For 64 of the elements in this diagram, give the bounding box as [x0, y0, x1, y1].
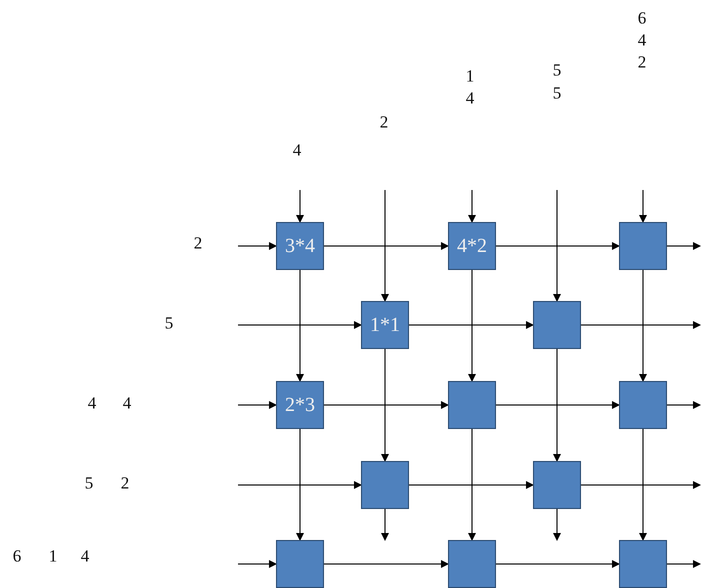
processing-element	[619, 381, 667, 429]
arrow	[639, 190, 647, 223]
input-value: 1	[466, 68, 474, 84]
input-value: 4	[122, 394, 132, 412]
arrow	[324, 242, 449, 250]
input-value: 6	[12, 548, 22, 564]
arrow	[496, 560, 620, 568]
arrow	[324, 401, 449, 409]
input-value: 4	[466, 90, 474, 106]
input-value: 5	[552, 84, 562, 102]
arrow	[666, 560, 701, 568]
arrow	[238, 242, 277, 250]
input-value: 5	[84, 474, 94, 492]
input-value: 4	[88, 394, 96, 412]
processing-element	[533, 301, 581, 349]
processing-element	[448, 381, 496, 429]
processing-element: 2*3	[276, 381, 324, 429]
processing-element	[361, 461, 409, 509]
processing-element: 1*1	[361, 301, 409, 349]
processing-element	[448, 540, 496, 588]
arrow	[296, 428, 304, 541]
arrow	[238, 560, 277, 568]
input-value: 2	[638, 54, 646, 70]
input-value: 4	[80, 548, 90, 564]
processing-element: 4*2	[448, 222, 496, 270]
arrow	[580, 321, 701, 329]
processing-element	[619, 222, 667, 270]
input-value: 5	[164, 314, 174, 332]
input-value: 2	[380, 114, 388, 130]
input-value: 2	[194, 234, 202, 252]
arrow	[238, 401, 277, 409]
arrow	[468, 190, 476, 223]
arrow	[381, 348, 389, 462]
arrow	[468, 270, 476, 382]
arrow	[639, 270, 647, 382]
arrow	[468, 428, 476, 541]
arrow	[580, 481, 701, 489]
arrow	[666, 242, 701, 250]
processing-element	[276, 540, 324, 588]
arrow	[553, 190, 561, 302]
arrow	[238, 321, 362, 329]
input-value: 4	[638, 32, 646, 48]
arrow	[666, 401, 701, 409]
input-value: 5	[552, 62, 562, 78]
arrow	[639, 428, 647, 541]
input-value: 4	[292, 142, 302, 158]
arrow	[496, 242, 620, 250]
input-value: 1	[48, 548, 58, 564]
processing-element	[619, 540, 667, 588]
arrow	[553, 348, 561, 462]
arrow	[381, 190, 389, 302]
processing-element: 3*4	[276, 222, 324, 270]
arrow	[496, 401, 620, 409]
arrow	[553, 508, 561, 541]
processing-element	[533, 461, 581, 509]
arrow	[238, 481, 362, 489]
input-value: 6	[638, 10, 646, 26]
arrow	[408, 481, 534, 489]
arrow	[408, 321, 534, 329]
input-value: 2	[120, 474, 130, 492]
arrow	[324, 560, 449, 568]
arrow	[296, 270, 304, 382]
arrow	[381, 508, 389, 541]
arrow	[296, 190, 304, 223]
